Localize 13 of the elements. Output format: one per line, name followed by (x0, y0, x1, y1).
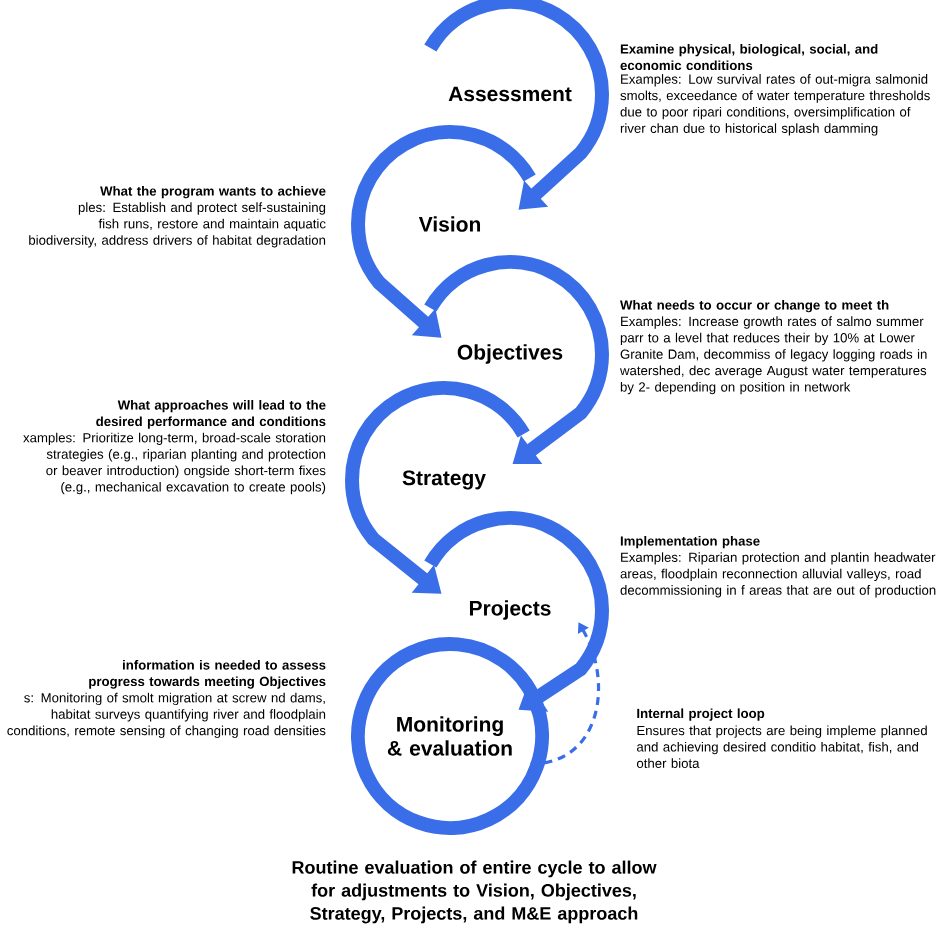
cycle-arrow (424, 0, 609, 210)
cycle-ring (351, 637, 549, 835)
stage-label: Strategy (402, 470, 486, 490)
caption: Routine evaluation of entire cycle to allow for adjustments to Vision, Objectives, Strategy, Projects, and M&E approach (292, 860, 657, 924)
cycle-arrow (351, 125, 536, 338)
stage-label: Objectives (457, 344, 563, 364)
stage-label: Vision (418, 216, 480, 232)
stage-label: Monitoring & evaluation (387, 716, 512, 756)
cycle-arrow (424, 255, 609, 464)
cycle-arrow (424, 511, 609, 712)
stage-label: Projects (470, 600, 551, 620)
cycle-arrow (345, 381, 530, 594)
stage-label: Assessment (448, 86, 572, 102)
